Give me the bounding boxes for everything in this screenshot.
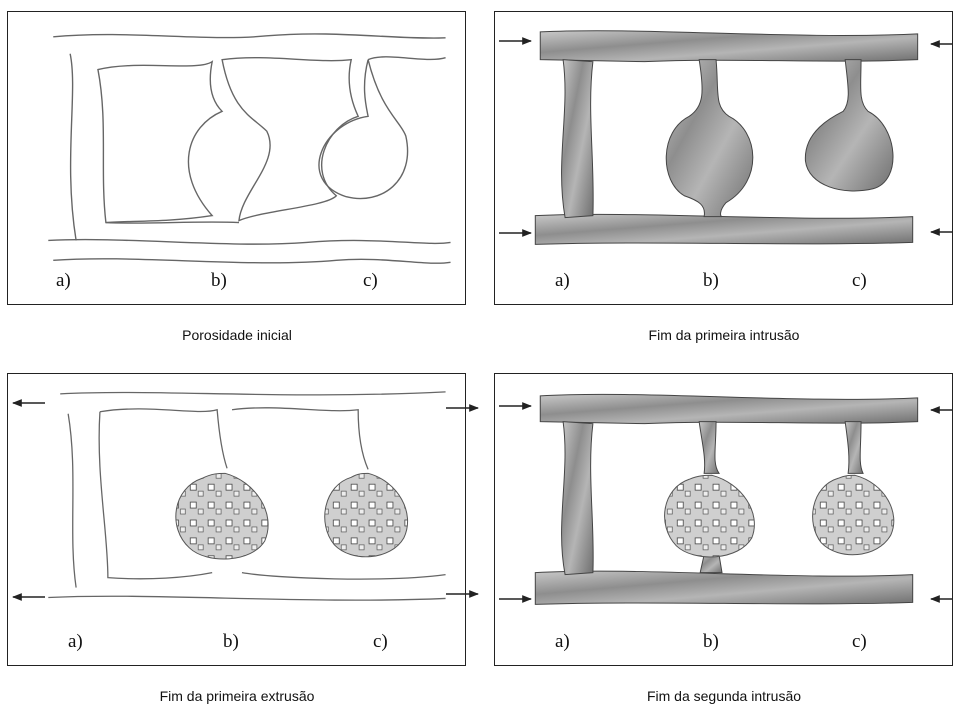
label-a: a) [68,631,83,653]
trapped-droplets [176,473,408,559]
label-a: a) [56,270,71,292]
panel-initial-porosity: a) b) c) [7,11,466,305]
label-a: a) [555,270,570,292]
pore-network-filled [495,12,952,304]
panel-first-intrusion: a) b) c) [494,11,953,305]
pore-network-filled-trapped [495,374,952,665]
label-a: a) [555,631,570,653]
caption-first-extrusion: Fim da primeira extrusão [7,688,467,704]
label-b: b) [223,631,239,653]
panel-first-extrusion: a) b) c) [7,373,466,666]
caption-initial-porosity: Porosidade inicial [7,327,467,343]
label-b: b) [703,631,719,653]
pore-network-trapped [8,374,465,665]
label-c: c) [373,631,388,653]
label-c: c) [852,631,867,653]
label-c: c) [363,270,378,292]
caption-first-intrusion: Fim da primeira intrusão [494,327,953,343]
label-b: b) [703,270,719,292]
panel-second-intrusion: a) b) c) [494,373,953,666]
caption-second-intrusion: Fim da segunda intrusão [494,688,953,704]
label-b: b) [211,270,227,292]
pore-network-outline [8,12,465,304]
label-c: c) [852,270,867,292]
